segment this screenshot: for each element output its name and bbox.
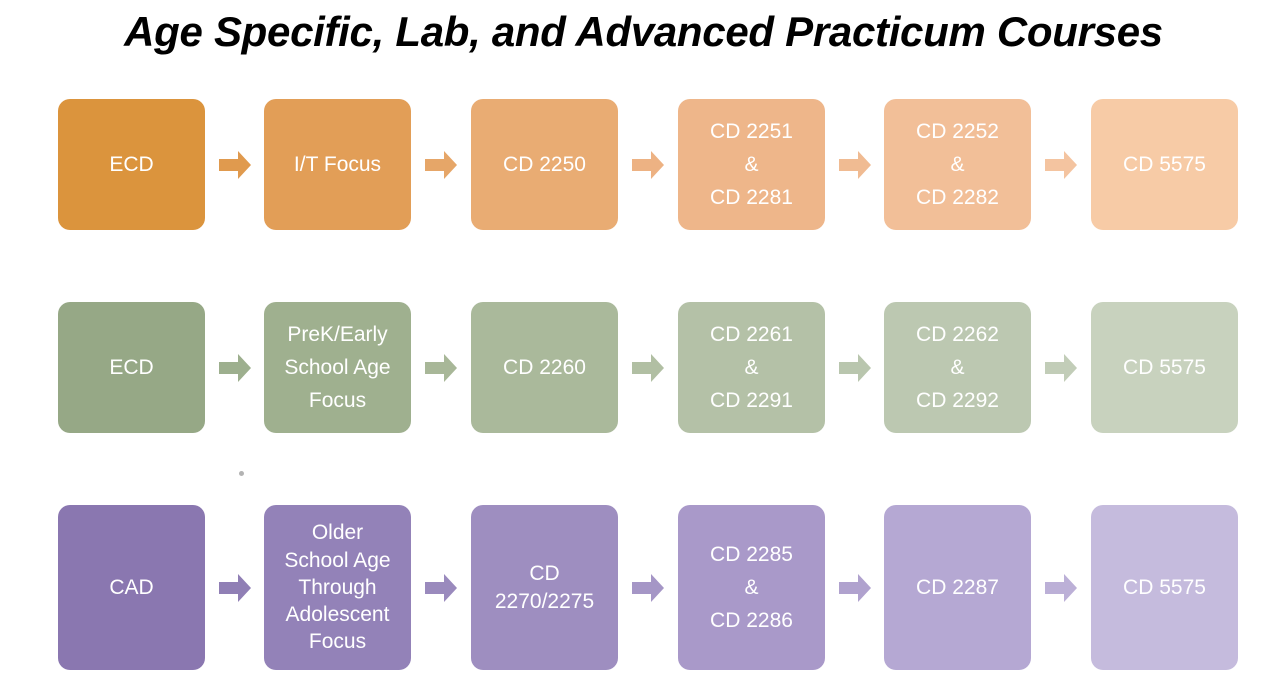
node-cd-5575-3[interactable]: CD 5575 bbox=[1091, 505, 1238, 670]
node-prek-focus-line-1: School Age bbox=[284, 355, 391, 379]
node-cd-2252-2282-line-1: & bbox=[950, 152, 965, 176]
node-cd-2285-2286-line-0: CD 2285 bbox=[710, 542, 793, 566]
node-cd-2270-2275[interactable]: CD 2270/2275 bbox=[471, 505, 618, 670]
node-ecd-2-label: ECD bbox=[64, 354, 199, 381]
node-it-focus-label: I/T Focus bbox=[270, 151, 405, 178]
right-arrow-icon bbox=[838, 571, 872, 605]
node-cd-2262-2292[interactable]: CD 2262 & CD 2292 bbox=[884, 302, 1031, 433]
node-cd-2262-2292-line-0: CD 2262 bbox=[916, 322, 999, 346]
node-cad[interactable]: CAD bbox=[58, 505, 205, 670]
node-cd-2250-line-0: CD 2250 bbox=[503, 152, 586, 176]
stray-dot-artifact bbox=[239, 471, 244, 476]
node-cad-label: CAD bbox=[64, 574, 199, 601]
node-cd-2252-2282-label: CD 2252 & CD 2282 bbox=[890, 118, 1025, 212]
node-cd-5575-1-label: CD 5575 bbox=[1097, 151, 1232, 178]
node-prek-focus-line-0: PreK/Early bbox=[287, 322, 388, 346]
node-ecd-1-line-0: ECD bbox=[109, 152, 154, 176]
node-cd-2251-2281-line-0: CD 2251 bbox=[710, 119, 793, 143]
node-cd-2285-2286-line-2: CD 2286 bbox=[710, 609, 793, 633]
node-cd-2287-label: CD 2287 bbox=[890, 574, 1025, 601]
right-arrow-icon bbox=[424, 351, 458, 385]
node-cd-2250[interactable]: CD 2250 bbox=[471, 99, 618, 230]
right-arrow-icon bbox=[424, 571, 458, 605]
node-older-focus-line-3: Adolescent bbox=[285, 603, 390, 627]
node-older-focus-line-4: Focus bbox=[308, 630, 367, 654]
node-older-focus-line-0: Older bbox=[311, 521, 364, 545]
node-cd-2270-2275-line-1: 2270/2275 bbox=[494, 589, 595, 613]
right-arrow-icon bbox=[1044, 148, 1078, 182]
right-arrow-icon bbox=[1044, 351, 1078, 385]
node-ecd-2[interactable]: ECD bbox=[58, 302, 205, 433]
right-arrow-icon bbox=[1044, 571, 1078, 605]
node-cd-5575-3-label: CD 5575 bbox=[1097, 574, 1232, 601]
node-cd-2261-2291-line-2: CD 2291 bbox=[710, 389, 793, 413]
node-cd-5575-1[interactable]: CD 5575 bbox=[1091, 99, 1238, 230]
node-it-focus-line-0: I/T Focus bbox=[293, 152, 382, 176]
node-cd-2285-2286-line-1: & bbox=[744, 575, 759, 599]
right-arrow-icon bbox=[631, 571, 665, 605]
node-cd-2251-2281[interactable]: CD 2251 & CD 2281 bbox=[678, 99, 825, 230]
node-cd-2260-label: CD 2260 bbox=[477, 354, 612, 381]
node-cd-2252-2282[interactable]: CD 2252 & CD 2282 bbox=[884, 99, 1031, 230]
node-ecd-1-label: ECD bbox=[64, 151, 199, 178]
right-arrow-icon bbox=[631, 148, 665, 182]
right-arrow-icon bbox=[218, 571, 252, 605]
node-cd-2250-label: CD 2250 bbox=[477, 151, 612, 178]
node-cd-2252-2282-line-2: CD 2282 bbox=[916, 186, 999, 210]
node-cd-2270-2275-label: CD 2270/2275 bbox=[477, 560, 612, 615]
node-cd-2260-line-0: CD 2260 bbox=[503, 355, 586, 379]
node-cd-2251-2281-line-1: & bbox=[744, 152, 759, 176]
node-cd-5575-2-label: CD 5575 bbox=[1097, 354, 1232, 381]
node-cd-2261-2291-line-0: CD 2261 bbox=[710, 322, 793, 346]
node-cd-5575-3-line-0: CD 5575 bbox=[1123, 575, 1206, 599]
node-cd-5575-2[interactable]: CD 5575 bbox=[1091, 302, 1238, 433]
node-cad-line-0: CAD bbox=[109, 575, 154, 599]
node-cd-2270-2275-line-0: CD bbox=[529, 562, 560, 586]
node-ecd-2-line-0: ECD bbox=[109, 355, 154, 379]
right-arrow-icon bbox=[424, 148, 458, 182]
node-cd-2262-2292-line-2: CD 2292 bbox=[916, 389, 999, 413]
page-title: Age Specific, Lab, and Advanced Practicu… bbox=[124, 8, 1163, 55]
node-cd-2262-2292-label: CD 2262 & CD 2292 bbox=[890, 321, 1025, 415]
node-cd-5575-1-line-0: CD 5575 bbox=[1123, 152, 1206, 176]
node-cd-2285-2286-label: CD 2285 & CD 2286 bbox=[684, 541, 819, 635]
node-cd-2285-2286[interactable]: CD 2285 & CD 2286 bbox=[678, 505, 825, 670]
node-cd-2261-2291[interactable]: CD 2261 & CD 2291 bbox=[678, 302, 825, 433]
node-older-focus-line-1: School Age bbox=[284, 548, 391, 572]
node-prek-focus-line-2: Focus bbox=[308, 389, 367, 413]
right-arrow-icon bbox=[218, 148, 252, 182]
node-cd-2287[interactable]: CD 2287 bbox=[884, 505, 1031, 670]
right-arrow-icon bbox=[838, 351, 872, 385]
right-arrow-icon bbox=[218, 351, 252, 385]
right-arrow-icon bbox=[631, 351, 665, 385]
node-cd-2260[interactable]: CD 2260 bbox=[471, 302, 618, 433]
node-cd-2287-line-0: CD 2287 bbox=[916, 575, 999, 599]
node-cd-2261-2291-line-1: & bbox=[744, 355, 759, 379]
node-ecd-1[interactable]: ECD bbox=[58, 99, 205, 230]
right-arrow-icon bbox=[838, 148, 872, 182]
node-it-focus[interactable]: I/T Focus bbox=[264, 99, 411, 230]
node-cd-2252-2282-line-0: CD 2252 bbox=[916, 119, 999, 143]
node-older-focus-line-2: Through bbox=[298, 575, 377, 599]
node-cd-2251-2281-label: CD 2251 & CD 2281 bbox=[684, 118, 819, 212]
node-cd-5575-2-line-0: CD 5575 bbox=[1123, 355, 1206, 379]
node-cd-2251-2281-line-2: CD 2281 bbox=[710, 186, 793, 210]
node-cd-2261-2291-label: CD 2261 & CD 2291 bbox=[684, 321, 819, 415]
node-cd-2262-2292-line-1: & bbox=[950, 355, 965, 379]
